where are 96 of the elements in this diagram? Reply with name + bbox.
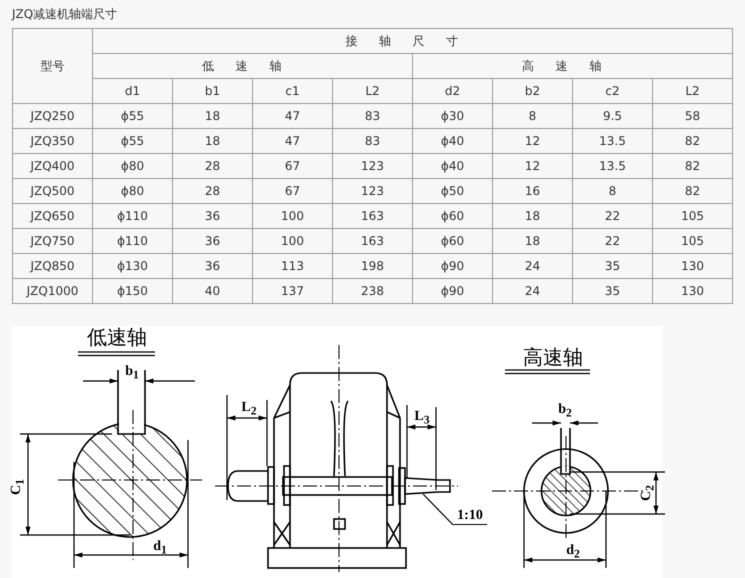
table-cell: 105 <box>681 209 704 223</box>
table-cell: 36 <box>204 209 220 223</box>
dimension-label: L$_{2}$ <box>241 400 257 418</box>
table-cell: 13.5 <box>599 159 626 173</box>
table-cell: 24 <box>524 284 540 298</box>
table-cell: 35 <box>604 259 620 273</box>
ratio-label: 1:10 <box>453 509 487 525</box>
header-cell: b2 <box>524 84 540 98</box>
table-cell: 18 <box>204 134 220 148</box>
header-cell: c2 <box>605 84 620 98</box>
dimension-label: d$_{1}$ <box>153 540 167 556</box>
table-cell: 82 <box>684 184 700 198</box>
table-cell: 47 <box>284 109 300 123</box>
table-cell: ϕ80 <box>120 184 144 198</box>
table-cell: JZQ750 <box>30 234 75 248</box>
table-cell: JZQ350 <box>30 134 75 148</box>
dimension-label: L$_{3}$ <box>414 410 430 426</box>
table-cell: 100 <box>281 234 304 248</box>
table-cell: 8 <box>528 109 536 123</box>
header-cell: 低速轴 <box>202 58 303 74</box>
table-cell: 105 <box>681 234 704 248</box>
table-cell: 130 <box>681 259 704 273</box>
table-cell: 9.5 <box>602 109 622 123</box>
tapered-shaft-end <box>404 477 451 495</box>
table-cell: 163 <box>361 234 384 248</box>
table-cell: ϕ55 <box>120 109 144 123</box>
table-cell: ϕ130 <box>117 259 148 273</box>
table-cell: 18 <box>524 209 540 223</box>
table-cell: ϕ80 <box>120 159 144 173</box>
table-cell: 130 <box>681 284 704 298</box>
table-cell: ϕ40 <box>440 159 464 173</box>
header-cell: c1 <box>285 84 300 98</box>
table-cell: ϕ90 <box>440 284 464 298</box>
table-cell: 163 <box>361 209 384 223</box>
table-cell: ϕ90 <box>440 259 464 273</box>
table-cell: JZQ1000 <box>26 284 78 298</box>
table-cell: 123 <box>361 159 384 173</box>
table-cell: 36 <box>204 234 220 248</box>
table-cell: 8 <box>608 184 616 198</box>
table-cell: 22 <box>604 234 620 248</box>
table-cell: 83 <box>364 134 380 148</box>
header-cell: 型号 <box>40 58 64 74</box>
table-cell: 12 <box>524 134 540 148</box>
table-cell: JZQ250 <box>30 109 75 123</box>
header-cell: L2 <box>685 84 700 98</box>
dimension-label: b$_{1}$ <box>125 364 139 382</box>
table-cell: JZQ500 <box>30 184 75 198</box>
table-cell: ϕ50 <box>440 184 464 198</box>
table-cell: JZQ650 <box>30 209 75 223</box>
table-cell: 82 <box>684 159 700 173</box>
table-cell: 82 <box>684 134 700 148</box>
header-cell: L2 <box>365 84 380 98</box>
view-title: 低速轴 <box>87 328 147 348</box>
header-cell: d1 <box>124 84 140 98</box>
table-cell: 83 <box>364 109 380 123</box>
table-cell: 47 <box>284 134 300 148</box>
leader-line <box>422 494 454 526</box>
table-cell: 198 <box>361 259 384 273</box>
header-cell: 高速轴 <box>522 58 623 74</box>
table-cell: 58 <box>684 109 700 123</box>
table-cell: 238 <box>361 284 384 298</box>
dimension-label: b$_{2}$ <box>558 402 572 420</box>
table-cell: JZQ850 <box>30 259 75 273</box>
table-cell: 100 <box>281 209 304 223</box>
table-cell: 12 <box>524 159 540 173</box>
table-cell: 24 <box>524 259 540 273</box>
table-cell: 113 <box>281 259 304 273</box>
view-title: 高速轴 <box>523 348 583 368</box>
header-cell: b1 <box>204 84 220 98</box>
table-cell: 18 <box>204 109 220 123</box>
table-cell: ϕ110 <box>117 234 148 248</box>
table-cell: JZQ400 <box>30 159 75 173</box>
table-cell: 36 <box>204 259 220 273</box>
table-cell: ϕ55 <box>120 134 144 148</box>
table-cell: ϕ60 <box>440 209 464 223</box>
dimension-label: d$_{2}$ <box>566 544 580 560</box>
header-cell: 接轴尺寸 <box>345 32 480 50</box>
table-cell: 137 <box>281 284 304 298</box>
table-cell: 13.5 <box>599 134 626 148</box>
table-cell: ϕ60 <box>440 234 464 248</box>
table-cell: 67 <box>284 184 300 198</box>
table-cell: 35 <box>604 284 620 298</box>
table-title: JZQ减速机轴端尺寸 <box>12 6 118 23</box>
table-cell: ϕ40 <box>440 134 464 148</box>
table-cell: 16 <box>524 184 540 198</box>
table-cell: ϕ110 <box>117 209 148 223</box>
table-cell: ϕ30 <box>440 109 464 123</box>
table-cell: 28 <box>204 184 220 198</box>
table-cell: 18 <box>524 234 540 248</box>
table-cell: 40 <box>204 284 220 298</box>
table-cell: 28 <box>204 159 220 173</box>
header-cell: d2 <box>444 84 460 98</box>
table-cell: 123 <box>361 184 384 198</box>
table-cell: 67 <box>284 159 300 173</box>
table-cell: ϕ150 <box>117 284 148 298</box>
table-cell: 22 <box>604 209 620 223</box>
